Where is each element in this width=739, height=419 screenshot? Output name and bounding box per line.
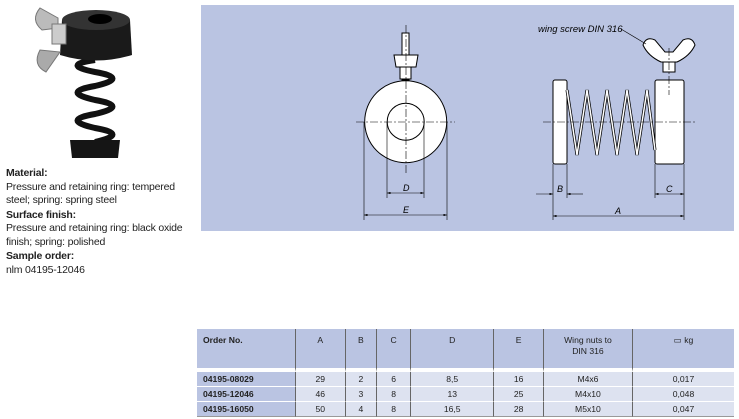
table-cell: 04195-08029	[197, 372, 296, 387]
weight-icon: ▭	[673, 335, 682, 345]
dim-e: E	[403, 205, 410, 215]
sample-order-text: nlm 04195-12046	[6, 263, 85, 276]
col-c: C	[377, 329, 412, 372]
table-cell: 8	[377, 387, 412, 402]
order-table: Order No. A B C D E Wing nuts to DIN 316…	[197, 329, 734, 417]
material-text: Pressure and retaining ring: tempered st…	[6, 180, 175, 207]
table-cell: 29	[296, 372, 346, 387]
col-b: B	[345, 329, 378, 372]
dim-c: C	[666, 184, 673, 194]
col-weight: ▭ kg	[632, 329, 734, 372]
table-cell: 28	[494, 402, 544, 417]
technical-drawing: wing screw DIN 316 D E B C A	[356, 24, 696, 220]
dim-d: D	[403, 183, 410, 193]
dim-b: B	[557, 184, 563, 194]
table-cell: M4x6	[543, 372, 633, 387]
table-cell: 3	[345, 387, 378, 402]
table-cell: 04195-16050	[197, 402, 296, 417]
table-cell: 0,017	[632, 372, 734, 387]
table-cell: 25	[494, 387, 544, 402]
table-cell: 4	[345, 402, 378, 417]
table-cell: 8	[377, 402, 412, 417]
surface-finish-heading: Surface finish:	[6, 208, 76, 221]
table-cell: 2	[345, 372, 378, 387]
table-cell: 16	[494, 372, 544, 387]
table-header-row: Order No. A B C D E Wing nuts to DIN 316…	[197, 329, 734, 372]
col-a: A	[296, 329, 346, 372]
material-heading: Material:	[6, 167, 48, 179]
dim-a: A	[614, 206, 621, 216]
sample-order-heading: Sample order:	[6, 250, 75, 262]
product-photo	[35, 7, 132, 158]
table-cell: M5x10	[543, 402, 633, 417]
col-order-no: Order No.	[197, 329, 296, 372]
table-cell: 50	[296, 402, 346, 417]
wing-screw-label: wing screw DIN 316	[538, 24, 623, 35]
table-cell: 0,047	[632, 402, 734, 417]
table-cell: 13	[411, 387, 495, 402]
product-info: Material: Pressure and retaining ring: t…	[6, 166, 201, 277]
table-cell: 8,5	[411, 372, 495, 387]
surface-finish-text: Pressure and retaining ring: black oxide…	[6, 222, 183, 248]
col-d: D	[411, 329, 495, 372]
table-cell: 04195-12046	[197, 387, 296, 402]
table-cell: 46	[296, 387, 346, 402]
table-cell: 6	[377, 372, 412, 387]
table-cell: 0,048	[632, 387, 734, 402]
col-e: E	[494, 329, 544, 372]
table-cell: 16,5	[411, 402, 495, 417]
table-cell: M4x10	[543, 387, 633, 402]
col-wing-nuts: Wing nuts to DIN 316	[543, 329, 633, 372]
